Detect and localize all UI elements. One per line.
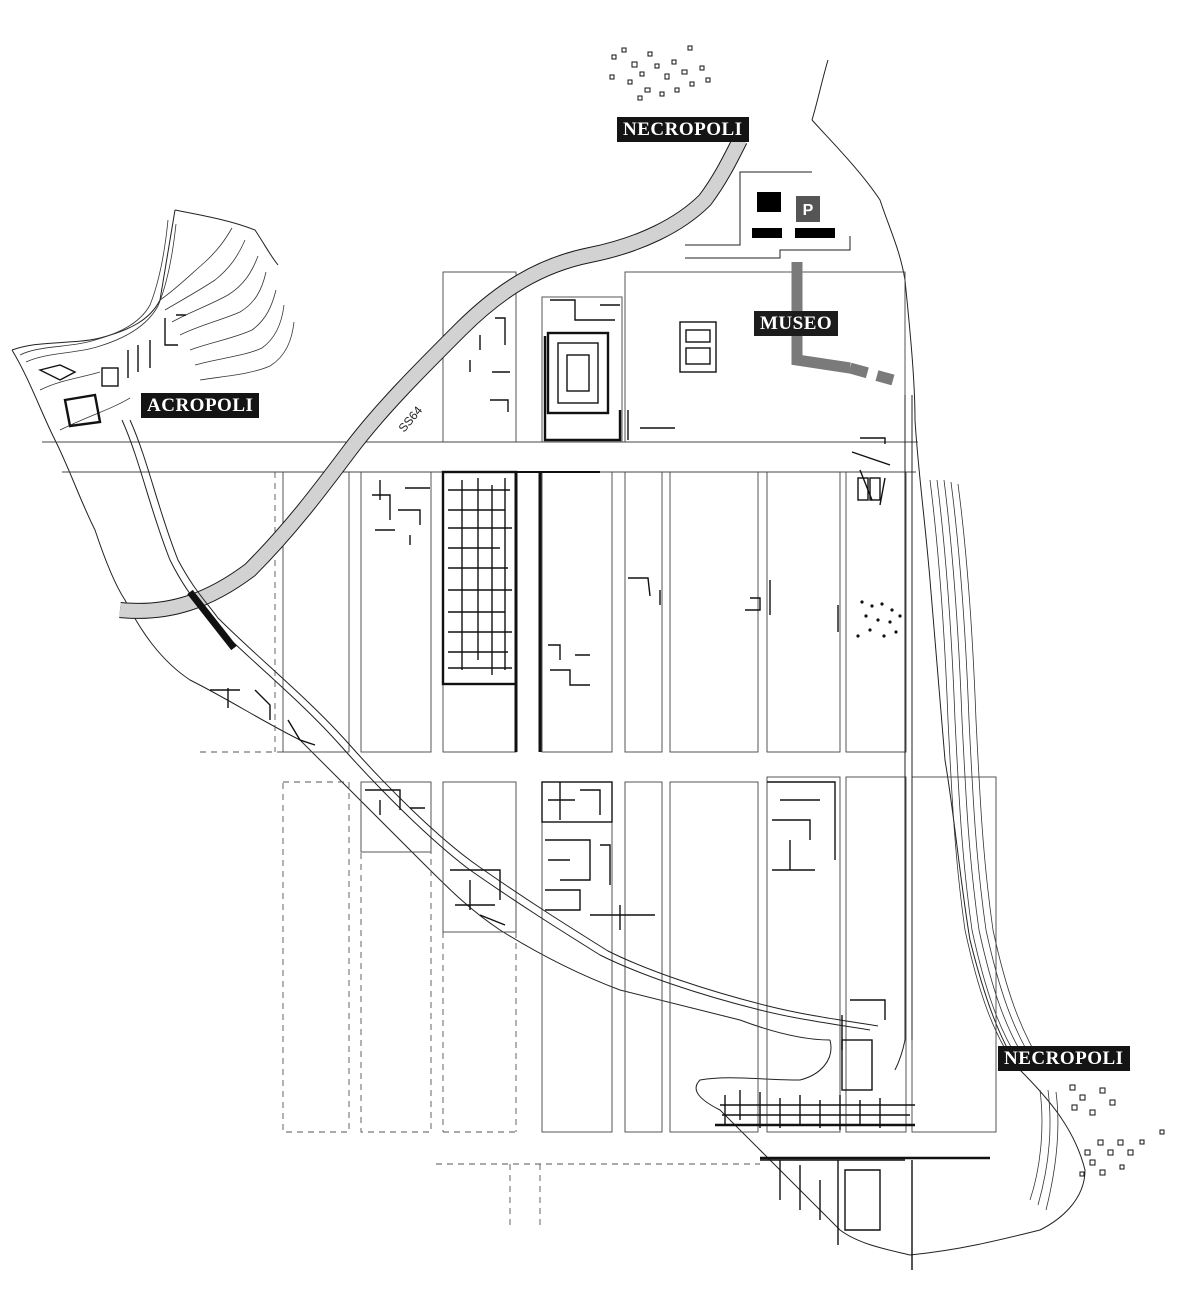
road-ss64 xyxy=(119,136,748,619)
acropolis-path xyxy=(121,395,913,1071)
unexcavated-blocks xyxy=(200,472,760,1230)
road-label-ss64: SS64 xyxy=(396,403,426,435)
parking-sign: P xyxy=(796,196,820,222)
label-museo: MUSEO xyxy=(754,311,839,336)
east-block-dots xyxy=(856,600,902,638)
temple xyxy=(543,299,675,442)
museum-walkway-dashed xyxy=(848,362,895,386)
museum-area xyxy=(685,171,851,259)
east-block-ruins xyxy=(548,437,891,686)
east-contours xyxy=(929,479,1059,1211)
path-bridge xyxy=(187,589,237,651)
site-outline xyxy=(11,59,1086,1256)
north-block-ruins xyxy=(469,317,717,412)
central-block-ruins xyxy=(372,470,600,752)
lower-town-ruins xyxy=(715,999,990,1270)
label-necropoli-east: NECROPOLI xyxy=(998,1046,1130,1071)
label-necropoli-north: NECROPOLI xyxy=(617,117,749,142)
east-necropolis-tombs xyxy=(1069,1084,1165,1177)
acropolis-contours xyxy=(19,219,295,431)
acropolis-ruins xyxy=(37,314,186,428)
south-block-ruins xyxy=(210,688,836,930)
label-acropoli: ACROPOLI xyxy=(141,393,260,418)
parking-letter: P xyxy=(803,202,814,219)
museum-walkway xyxy=(791,262,851,374)
north-necropolis-tombs xyxy=(609,45,711,101)
